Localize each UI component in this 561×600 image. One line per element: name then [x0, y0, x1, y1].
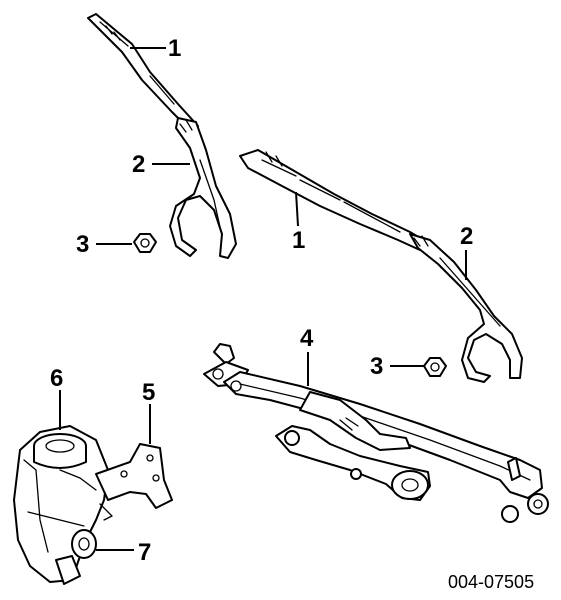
callout-nut-right: 3 — [370, 353, 383, 380]
callout-reservoir-cap: 6 — [50, 365, 63, 392]
washer-pump — [71, 529, 97, 559]
callout-blade-left: 2 — [132, 151, 145, 178]
callout-nut-left: 3 — [76, 231, 89, 258]
callout-linkage: 4 — [300, 325, 314, 352]
wiper-linkage — [203, 343, 549, 523]
wiper-blade-left — [169, 117, 237, 259]
callout-blade-right: 2 — [460, 223, 473, 250]
callout-bracket: 5 — [142, 379, 155, 406]
callout-arm-left: 1 — [168, 35, 181, 62]
wiper-arm-left — [87, 13, 199, 133]
leader-lines — [59, 47, 467, 551]
mounting-bracket — [95, 443, 173, 521]
reservoir-cap — [33, 433, 87, 469]
callout-pump: 7 — [138, 539, 151, 566]
wiper-blade-right — [409, 233, 523, 383]
wiper-arm-right — [239, 149, 431, 251]
drawing-id: 004-07505 — [448, 572, 534, 592]
nut-left — [133, 233, 157, 253]
callout-arm-right: 1 — [292, 227, 305, 254]
nut-right — [423, 357, 447, 377]
